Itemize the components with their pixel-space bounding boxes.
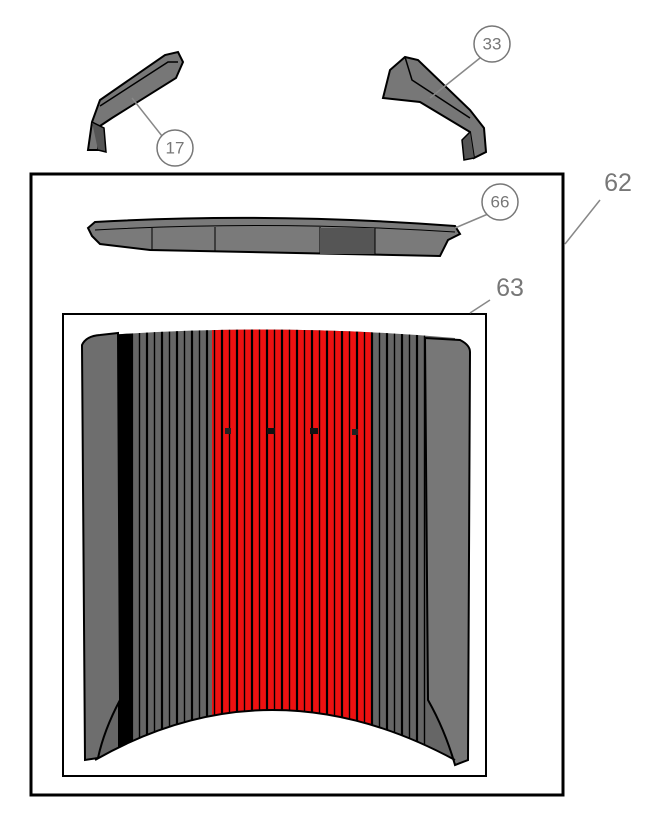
part-66-top-plate[interactable] xyxy=(86,216,462,258)
assembly-62-frame xyxy=(29,172,565,797)
callout-63-label: 63 xyxy=(496,274,524,302)
callout-62: 62 xyxy=(564,169,632,245)
part-63-rear-liner[interactable] xyxy=(80,320,472,770)
callout-17-label: 17 xyxy=(166,139,185,158)
callout-62-label: 62 xyxy=(604,169,632,197)
liner-shadow xyxy=(118,329,132,760)
highlighted-section xyxy=(212,329,372,760)
callout-33: 33 xyxy=(429,25,511,99)
part-33-bracket[interactable] xyxy=(381,55,488,161)
mounting-holes xyxy=(225,428,358,435)
callout-33-label: 33 xyxy=(483,35,502,54)
callout-66: 66 xyxy=(454,183,519,229)
callout-63: 63 xyxy=(469,274,524,314)
callout-17: 17 xyxy=(131,97,194,167)
part-17-bracket[interactable] xyxy=(86,50,185,153)
assembly-63-frame xyxy=(62,313,487,777)
callout-66-label: 66 xyxy=(491,193,510,212)
